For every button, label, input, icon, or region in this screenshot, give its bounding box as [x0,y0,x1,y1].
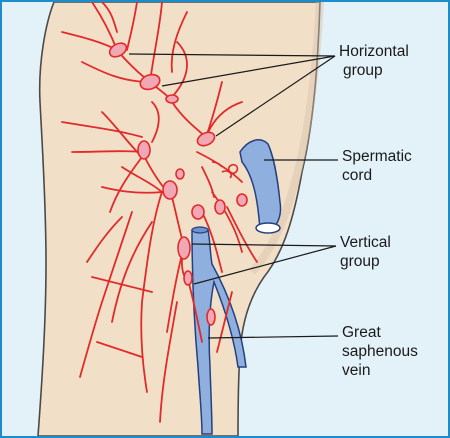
label-horizontal-group: Horizontal group [339,42,409,80]
leader-vertical-1 [191,243,337,247]
leader-vertical-2 [193,245,337,285]
label-horizontal-line1: Horizontal [339,43,409,60]
superficial-tangle [211,161,239,179]
label-horizontal-line2: group [343,62,383,79]
label-saphenous-line1: Great [342,324,381,341]
spermatic-cord [239,139,282,234]
label-vertical-line2: group [340,253,380,270]
node-lower [206,308,216,326]
node-horizontal-4 [196,131,216,147]
node-horizontal-2 [139,73,161,91]
thigh-silhouette [37,2,321,436]
node-horizontal-1 [108,42,128,58]
node-6 [162,180,178,200]
node-vertical-2 [183,270,193,286]
leader-saphenous [207,335,339,339]
node-7 [191,204,205,220]
leader-horizontal-3 [215,55,336,137]
label-spermatic-cord: Spermatic cord [342,147,412,185]
label-saphenous-line3: vein [342,362,371,379]
node-9 [236,193,248,207]
label-spermatic-line1: Spermatic [342,148,412,165]
node-5 [137,140,151,160]
label-vertical-line1: Vertical [340,234,391,251]
label-saphenous-line2: saphenous [342,343,418,360]
node-horizontal-3 [165,94,179,104]
groin-fold [249,2,324,275]
node-vertical-1 [177,236,191,260]
lymph-nodes [108,42,248,326]
label-vertical-group: Vertical group [340,233,391,271]
node-10 [175,168,185,180]
leader-horizontal-2 [161,55,336,87]
leader-lines [128,53,339,339]
label-great-saphenous-vein: Great saphenous vein [342,323,418,380]
leader-horizontal-1 [128,53,336,57]
label-spermatic-line2: cord [342,167,373,184]
node-8 [214,199,226,215]
